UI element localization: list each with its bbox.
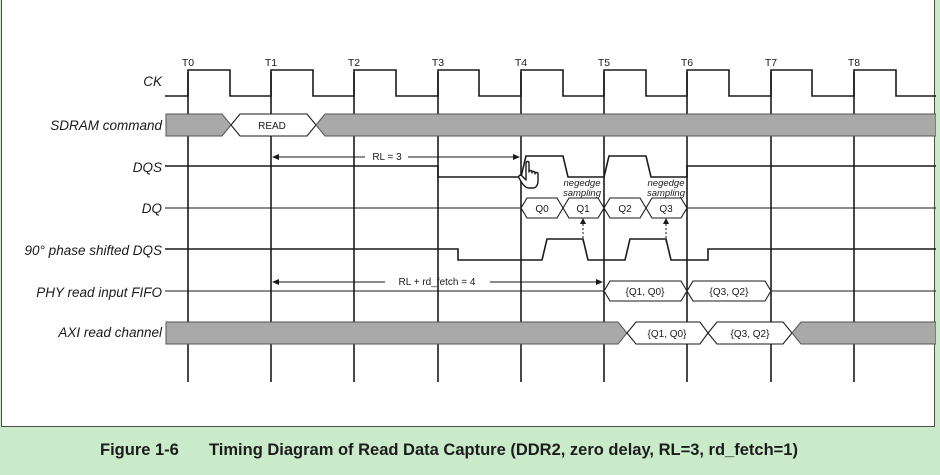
sampling-arrowhead-2: [663, 218, 669, 224]
figure-title: Timing Diagram of Read Data Capture (DDR…: [209, 441, 798, 459]
dq-beat-q3: [645, 197, 688, 219]
dq-beat-q0-label: Q0: [535, 204, 549, 215]
dqs-90-waveform: [165, 238, 936, 261]
negedge-label-1: negedge: [564, 178, 601, 189]
signal-label-phy-fifo: PHY read input FIFO: [36, 285, 162, 300]
clock-label-t2: T2: [348, 57, 360, 69]
sampling-label-1: sampling: [563, 188, 602, 199]
rl-fetch-label: RL + rd_fetch = 4: [399, 277, 476, 288]
signal-label-dq: DQ: [142, 201, 163, 216]
dq-beat-q3-label: Q3: [659, 204, 673, 215]
clock-label-t5: T5: [598, 57, 610, 69]
signal-label-sdram-command: SDRAM command: [50, 118, 162, 133]
hand-pointer-icon: [518, 160, 539, 189]
axi-read-bus: {Q1, Q0} {Q3, Q2}: [165, 321, 936, 345]
rl-fetch-arrowhead-left: [272, 279, 279, 285]
clock-label-t3: T3: [432, 57, 444, 69]
ck-waveform: [165, 69, 936, 97]
signal-labels: CK SDRAM command DQS DQ 90° phase shifte…: [25, 74, 163, 340]
rl-dimension: RL = 3: [272, 152, 520, 163]
rl-fetch-dimension: RL + rd_fetch = 4: [272, 277, 603, 288]
clock-label-t0: T0: [182, 57, 194, 69]
axi-read-idle-segment: [165, 321, 628, 345]
rl-arrowhead-right: [513, 154, 520, 160]
diagram-panel: T0 T1 T2 T3 T4 T5 T6 T7 T8 CK SDRAM comm…: [1, 0, 936, 427]
signal-label-ck: CK: [143, 74, 163, 89]
phy-fifo-cell-2: [686, 280, 772, 302]
dq-beat-q1-label: Q1: [576, 204, 590, 215]
clock-label-t6: T6: [681, 57, 693, 69]
dqs-waveform: [165, 155, 936, 178]
clock-label-t4: T4: [515, 57, 527, 69]
axi-read-value-1: {Q1, Q0}: [648, 329, 688, 340]
sdram-command-idle-segment-2: [315, 113, 936, 137]
timing-diagram: T0 T1 T2 T3 T4 T5 T6 T7 T8 CK SDRAM comm…: [25, 57, 936, 382]
phy-fifo-value-1: {Q1, Q0}: [626, 287, 666, 298]
axi-read-idle-segment-2: [791, 321, 936, 345]
negedge-sampling-annotations: negedge sampling negedge sampling: [563, 178, 686, 242]
clock-label-t7: T7: [765, 57, 777, 69]
figure-number: Figure 1-6: [100, 441, 179, 459]
sampling-arrowhead-1: [580, 218, 586, 224]
sampling-label-2: sampling: [647, 188, 686, 199]
clock-label-t1: T1: [265, 57, 277, 69]
dq-beat-q2-label: Q2: [618, 204, 632, 215]
phy-fifo-value-2: {Q3, Q2}: [710, 287, 750, 298]
dq-bus: Q0 Q1 Q2 Q3: [165, 197, 936, 219]
clock-label-t8: T8: [848, 57, 860, 69]
signal-label-axi-read: AXI read channel: [57, 325, 163, 340]
rl-label: RL = 3: [372, 152, 402, 163]
sdram-command-bus: READ: [165, 113, 936, 137]
signal-label-dqs-90: 90° phase shifted DQS: [25, 243, 162, 258]
signal-label-dqs: DQS: [133, 160, 162, 175]
axi-read-value-2: {Q3, Q2}: [731, 329, 771, 340]
figure-caption: Figure 1-6 Timing Diagram of Read Data Ca…: [100, 441, 920, 460]
phy-fifo-bus: {Q1, Q0} {Q3, Q2}: [165, 280, 936, 302]
negedge-label-2: negedge: [648, 178, 685, 189]
rl-arrowhead-left: [272, 154, 279, 160]
rl-fetch-arrowhead-right: [596, 279, 603, 285]
sdram-command-idle-segment: [165, 113, 232, 137]
sdram-command-read-label: READ: [258, 121, 286, 132]
clock-labels: T0 T1 T2 T3 T4 T5 T6 T7 T8: [182, 57, 860, 69]
